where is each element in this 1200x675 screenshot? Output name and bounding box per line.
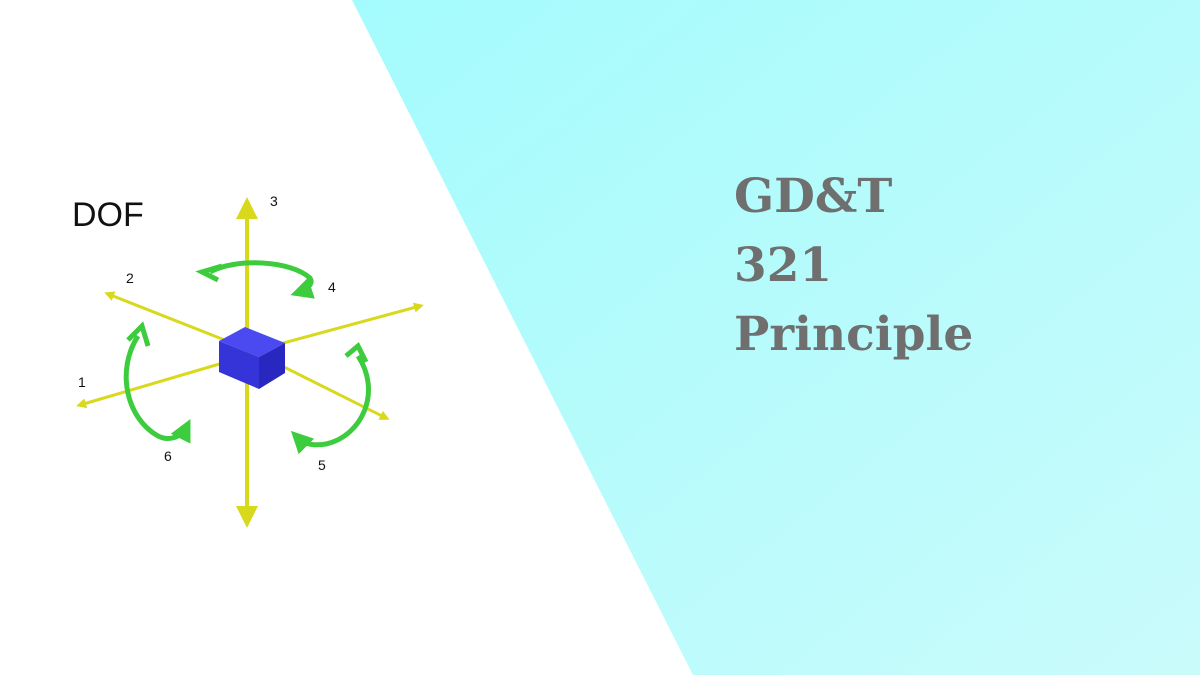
title-line-3: Principle: [734, 307, 974, 362]
rotation-5-arrow: [290, 354, 371, 455]
dof-label: DOF: [72, 196, 144, 234]
rotation-6-tail: [126, 321, 151, 347]
rotation-4-arrow: [208, 260, 315, 299]
cube: [219, 327, 285, 389]
axis-label-6: 6: [164, 448, 172, 464]
title-line-2: 321: [734, 238, 833, 293]
axis-label-3: 3: [270, 193, 278, 209]
axis-label-5: 5: [318, 457, 326, 473]
cyan-panel: [352, 0, 1200, 675]
axis-label-4: 4: [328, 279, 336, 295]
axis-label-2: 2: [126, 270, 134, 286]
rotation-6-arrow: [123, 334, 191, 444]
title-block: GD&T 321 Principle: [734, 162, 1154, 369]
title-line-1: GD&T: [734, 169, 893, 224]
axis-label-1: 1: [78, 374, 86, 390]
rotation-5-tail: [344, 342, 369, 364]
rotation-4-tail: [195, 263, 223, 283]
